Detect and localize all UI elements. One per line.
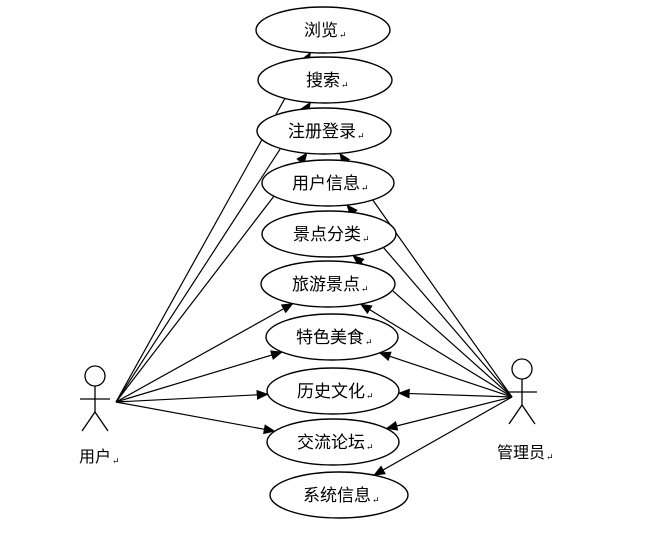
use-case-ellipse bbox=[265, 313, 399, 361]
paragraph-mark-icon: ↵ bbox=[357, 132, 365, 142]
use-case-scenic-category: 景点分类↵ bbox=[261, 210, 397, 258]
use-case-ellipse bbox=[269, 471, 409, 519]
use-case-browse: 浏览↵ bbox=[255, 6, 391, 54]
use-case-ellipse bbox=[260, 260, 396, 308]
use-case-ellipse bbox=[266, 418, 400, 466]
association-admin-special_food bbox=[378, 351, 513, 398]
association-admin-tourist_spots bbox=[359, 303, 513, 398]
actor-label: 用户 bbox=[79, 447, 111, 466]
actor-label: 管理员 bbox=[497, 443, 545, 462]
paragraph-mark-icon: ↵ bbox=[361, 285, 369, 295]
use-case-label: 用户信息 bbox=[292, 174, 360, 194]
paragraph-mark-icon: ↵ bbox=[362, 235, 370, 245]
paragraph-mark-icon: ↵ bbox=[341, 81, 349, 91]
use-case-label: 系统信息 bbox=[303, 486, 371, 506]
use-case-ellipse bbox=[255, 6, 391, 54]
use-cases: 浏览↵搜索↵注册登录↵用户信息↵景点分类↵旅游景点↵特色美食↵历史文化↵交流论坛… bbox=[255, 6, 409, 519]
use-case-ellipse bbox=[261, 159, 395, 207]
association-user-search bbox=[115, 101, 311, 403]
use-case-history-culture: 历史文化↵ bbox=[266, 367, 400, 415]
use-case-user-info: 用户信息↵ bbox=[261, 159, 395, 207]
stick-figure-icon bbox=[507, 358, 537, 425]
paragraph-mark-icon: ↵ bbox=[112, 457, 120, 467]
association-admin-forum bbox=[385, 396, 513, 431]
use-case-special-food: 特色美食↵ bbox=[265, 313, 399, 361]
use-case-ellipse bbox=[266, 367, 400, 415]
paragraph-mark-icon: ↵ bbox=[372, 496, 380, 506]
use-case-ellipse bbox=[256, 107, 392, 155]
paragraph-mark-icon: ↵ bbox=[365, 338, 373, 348]
use-case-label: 搜索 bbox=[306, 71, 340, 91]
paragraph-mark-icon: ↵ bbox=[366, 443, 374, 453]
association-admin-history_culture bbox=[397, 388, 513, 399]
association-user-special_food bbox=[115, 350, 283, 403]
use-case-label: 旅游景点 bbox=[292, 275, 360, 295]
paragraph-mark-icon: ↵ bbox=[361, 184, 369, 194]
association-admin-system_info bbox=[373, 396, 513, 476]
use-case-system-info: 系统信息↵ bbox=[269, 471, 409, 519]
use-case-register-login: 注册登录↵ bbox=[256, 107, 392, 155]
use-case-label: 浏览 bbox=[304, 21, 338, 41]
association-user-tourist_spots bbox=[115, 303, 294, 403]
actor-admin: 管理员↵ bbox=[497, 358, 554, 463]
actors: 用户↵管理员↵ bbox=[79, 358, 554, 467]
use-case-label: 特色美食 bbox=[296, 328, 364, 348]
associations bbox=[115, 51, 513, 476]
paragraph-mark-icon: ↵ bbox=[546, 453, 554, 463]
use-case-tourist-spots: 旅游景点↵ bbox=[260, 260, 396, 308]
paragraph-mark-icon: ↵ bbox=[366, 392, 374, 402]
use-case-label: 历史文化 bbox=[297, 382, 365, 402]
use-case-search: 搜索↵ bbox=[257, 56, 393, 104]
use-case-label: 交流论坛 bbox=[297, 433, 365, 453]
association-user-browse bbox=[115, 51, 311, 403]
association-user-history_culture bbox=[115, 389, 269, 403]
paragraph-mark-icon: ↵ bbox=[339, 31, 347, 41]
use-case-forum: 交流论坛↵ bbox=[266, 418, 400, 466]
association-user-forum bbox=[115, 401, 276, 435]
use-case-ellipse bbox=[257, 56, 393, 104]
stick-figure-icon bbox=[80, 365, 110, 432]
use-case-label: 注册登录 bbox=[288, 122, 356, 142]
use-case-label: 景点分类 bbox=[293, 225, 361, 245]
actor-user: 用户↵ bbox=[79, 365, 120, 467]
use-case-ellipse bbox=[261, 210, 397, 258]
